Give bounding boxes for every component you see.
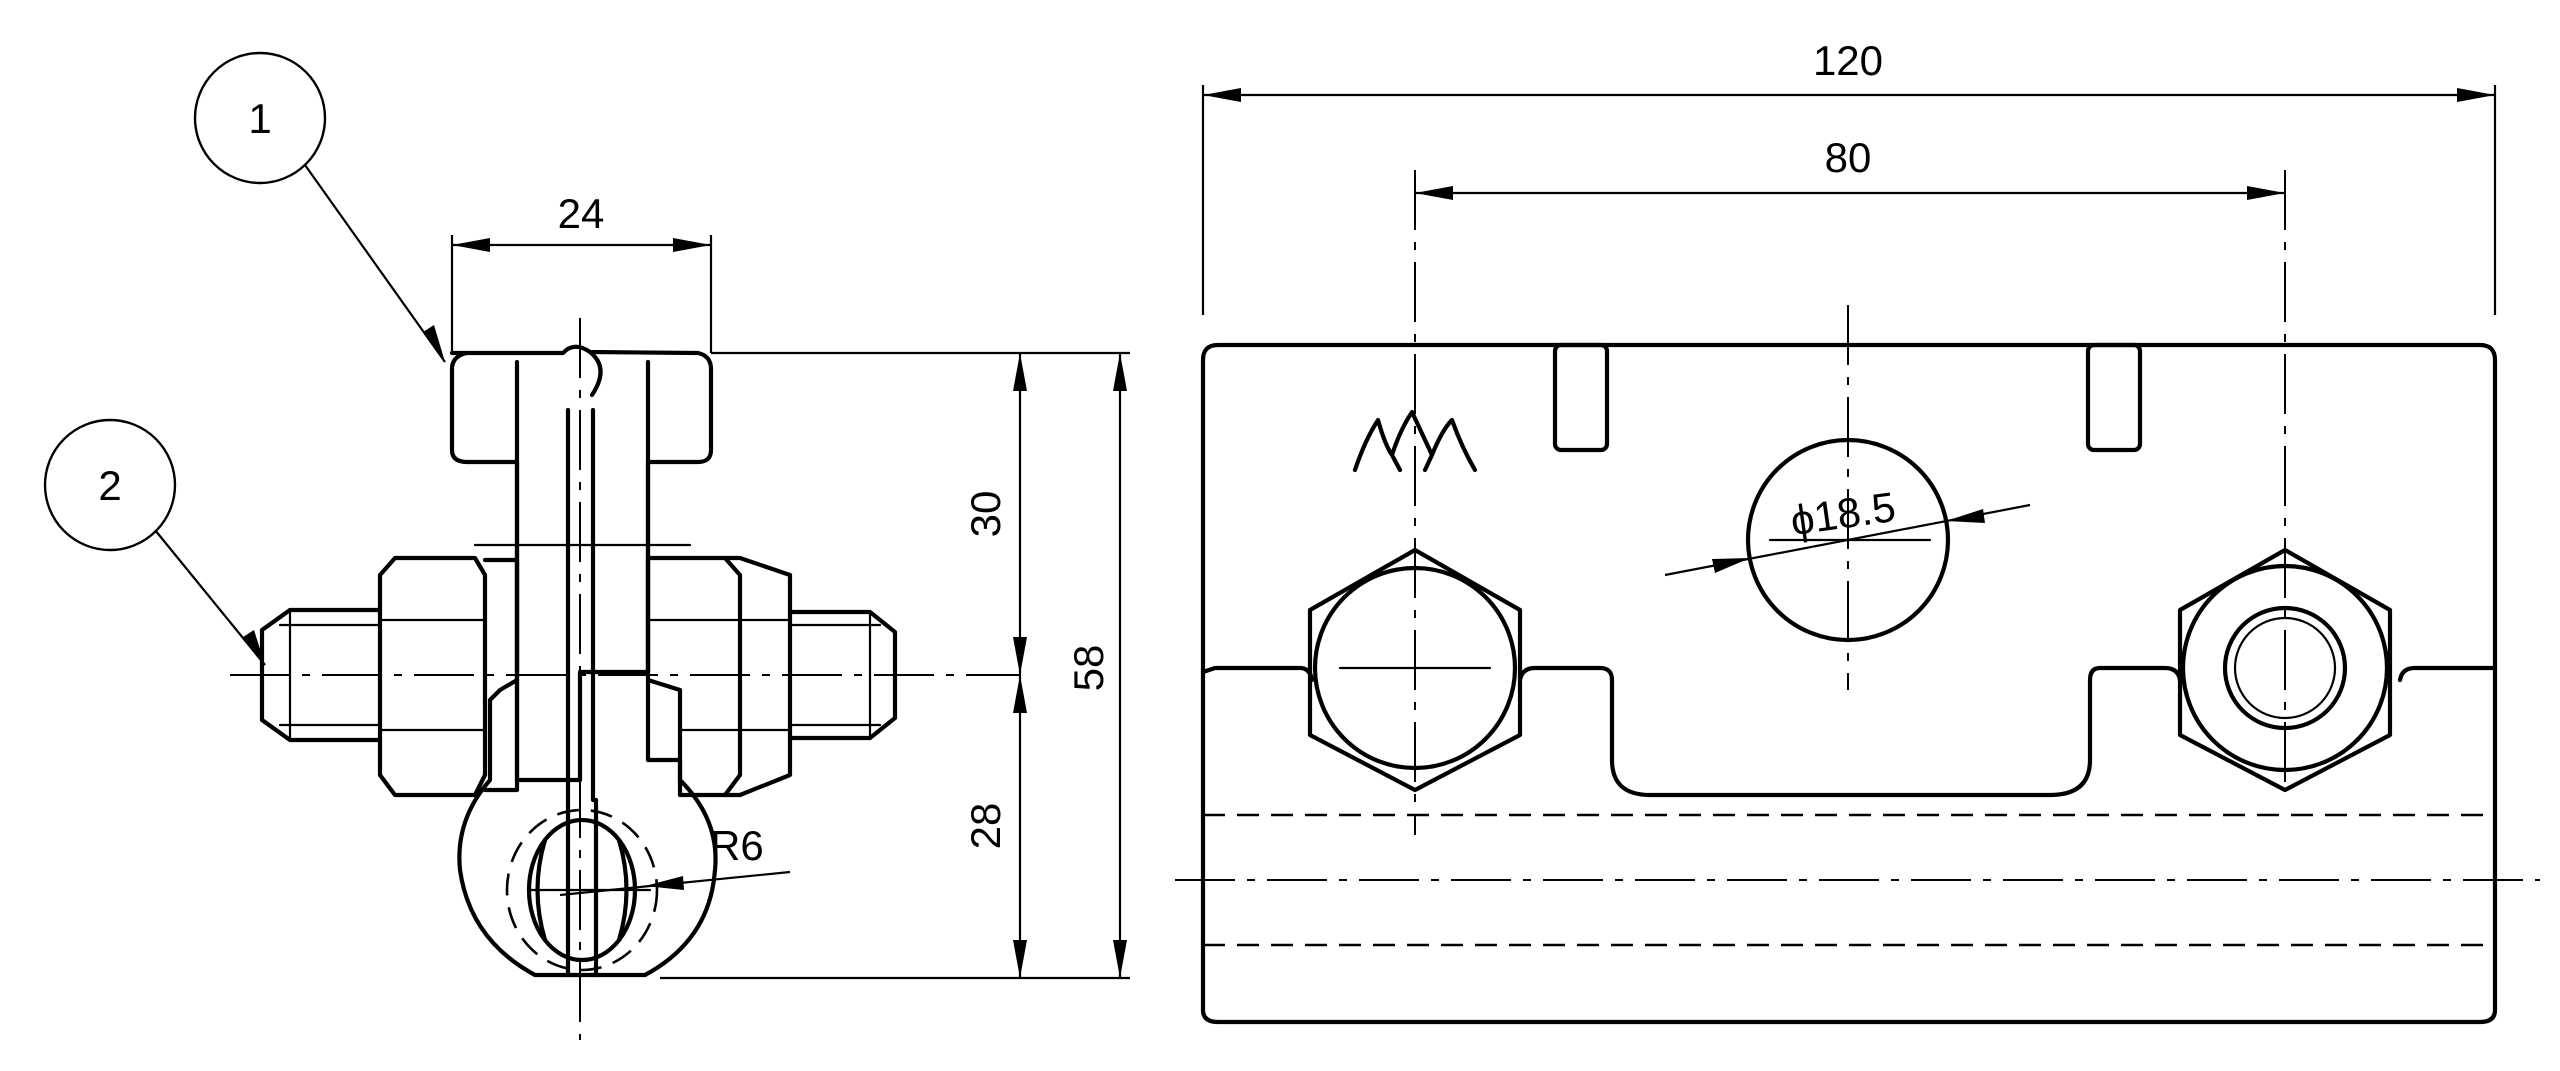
dim-30-arrow-top [1013, 353, 1027, 391]
dim-120-arrow-right [2457, 88, 2495, 102]
dim-120-label: 120 [1813, 37, 1883, 84]
dim-80-arrow-left [1415, 186, 1453, 200]
dim-58-label: 58 [1065, 645, 1112, 692]
right-nut-face [722, 555, 743, 798]
right-nut [645, 555, 793, 798]
side-view: 24 30 28 58 R6 1 2 [43, 51, 1130, 1040]
right-hex-nut [2177, 547, 2393, 793]
top-slot-left [1552, 342, 1610, 453]
dim-24-arrow-left [452, 238, 490, 252]
left-hex-head [1307, 547, 1523, 793]
dim-r6-arrow [645, 876, 684, 890]
front-view: 120 80 ϕ18.5 [1175, 37, 2540, 1025]
dim-24-label: 24 [558, 190, 605, 237]
eye-hidden-circle [505, 808, 659, 972]
cap-notch [587, 349, 603, 398]
balloon-2-arrow [243, 630, 265, 665]
dim-diameter-arrow-left [1712, 558, 1750, 573]
balloon-1-arrow [423, 325, 445, 362]
dim-80-arrow-right [2247, 186, 2285, 200]
left-nut [377, 555, 488, 798]
dim-diameter-arrow-right [1946, 509, 1985, 523]
balloon-2-leader [154, 529, 266, 666]
dim-28-arrow-bottom [1013, 940, 1027, 978]
dim-28-arrow-top [1013, 675, 1027, 713]
dim-80-label: 80 [1825, 134, 1872, 181]
balloon-1-leader [304, 164, 446, 363]
clamp-eye-outline [457, 677, 718, 978]
dim-58-arrow-bottom [1113, 940, 1127, 978]
balloon-1-label: 1 [248, 95, 271, 142]
maker-logo [1352, 409, 1478, 473]
dim-r6-label: R6 [710, 822, 764, 869]
dim-24-arrow-right [673, 238, 711, 252]
balloon-2-label: 2 [98, 462, 121, 509]
balloon-1 [193, 51, 327, 185]
dim-30-arrow-bottom [1013, 637, 1027, 675]
block-outline [1200, 342, 2498, 1025]
balloon-2 [43, 418, 177, 552]
dim-28-label: 28 [962, 803, 1009, 850]
dim-30-label: 30 [962, 491, 1009, 538]
dim-120-arrow-left [1203, 88, 1241, 102]
dim-58-arrow-top [1113, 353, 1127, 391]
top-slot-right [2085, 342, 2143, 453]
dim-diameter-label: ϕ18.5 [1788, 483, 1899, 544]
